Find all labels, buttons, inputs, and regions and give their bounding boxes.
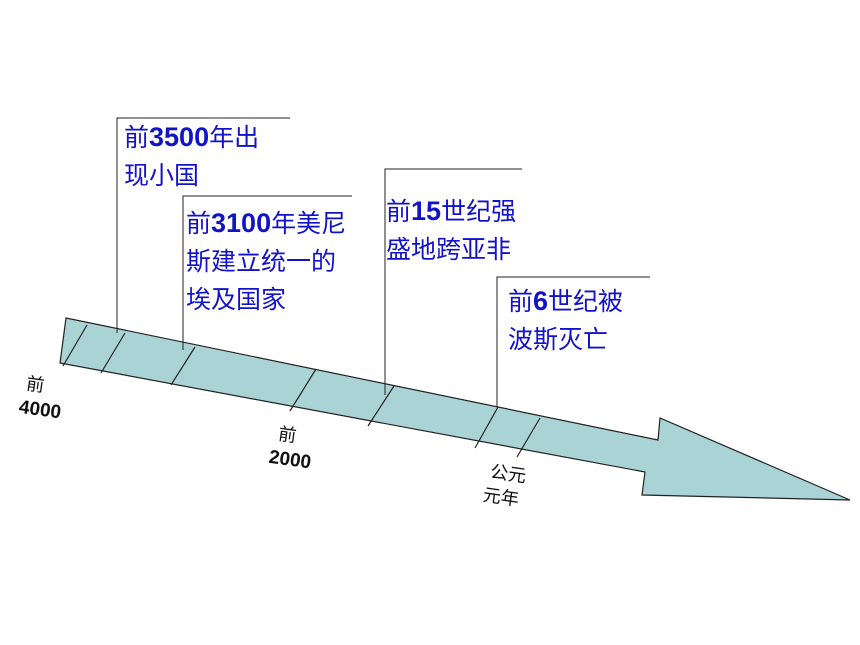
arrow-tick [474,406,499,449]
arrow-tick [367,385,395,427]
event-leader-line [116,117,290,333]
event-label-15th-century-bc: 前15世纪强 盛地跨亚非 [386,196,517,264]
axis-label-4000bc: 前 4000 [17,373,63,424]
event-leader-line [384,168,522,395]
axis-label-2000bc: 前 2000 [267,423,313,474]
event-label-3100bc: 前3100年美尼 斯建立统一的 埃及国家 [186,208,347,314]
event-label-3500bc: 前3500年出 现小国 [124,122,260,190]
arrow-tick [289,368,317,412]
arrow-tick [170,346,196,386]
arrow-tick [62,324,88,367]
arrow-tick [100,332,126,374]
timeline-arrow [59,317,851,501]
arrow-tick [516,417,541,458]
event-leader-line [496,276,650,407]
event-leader-line [182,195,352,350]
event-label-6th-century-bc: 前6世纪被 波斯灭亡 [508,286,624,354]
axis-label-year-one: 公元 元年 [481,461,528,511]
